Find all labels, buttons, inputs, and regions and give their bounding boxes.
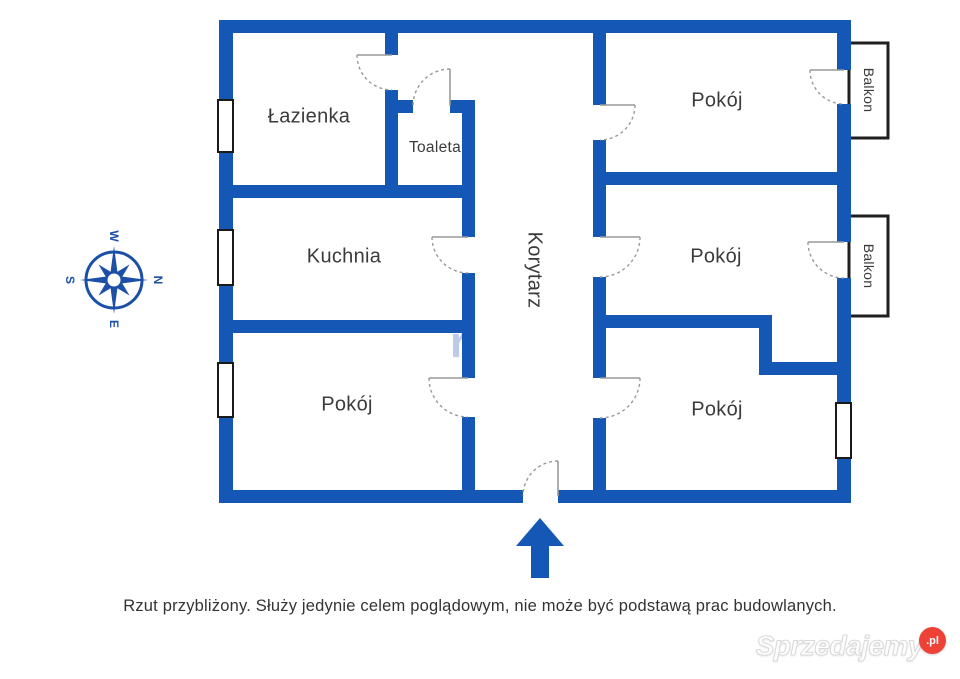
compass-rose-icon: N E S W: [63, 230, 165, 328]
window-2: [217, 229, 234, 286]
wall-segment: [219, 490, 523, 503]
wall-segment: [219, 20, 851, 33]
compass-letter-W: W: [107, 230, 121, 242]
room-label-pokój-5: Pokój: [690, 245, 742, 268]
room-label-korytarz-3: Korytarz: [523, 231, 546, 309]
disclaimer-caption: Rzut przybliżony. Służy jedynie celem po…: [123, 597, 837, 615]
wall-segment: [593, 315, 772, 328]
balcony-label-2: Balkon: [861, 243, 877, 289]
entrance-arrow-icon: [516, 518, 564, 578]
wall-segment: [759, 315, 772, 375]
wall-segment: [450, 100, 462, 113]
wall-segment: [837, 20, 851, 70]
wall-segment: [462, 273, 475, 378]
wall-segment: [558, 490, 851, 503]
wall-segment: [593, 418, 606, 503]
compass-center-dot: [107, 273, 121, 287]
pl-badge: .pl: [919, 627, 946, 654]
compass-letter-S: S: [63, 276, 77, 284]
room-label-pokój-7: Pokój: [691, 398, 743, 421]
compass-letter-N: N: [151, 276, 165, 285]
balcony-label-1: Balkon: [861, 67, 877, 113]
wall-segment: [759, 362, 851, 375]
balkon-mid-door-swing-arc: [807, 241, 845, 279]
wall-segment: [219, 320, 475, 333]
room-label-toaleta-1: Toaleta: [408, 139, 462, 156]
sprzedajemy-watermark: Sprzedajemy .pl: [755, 627, 946, 662]
wall-segment: [385, 20, 398, 55]
window-4: [835, 402, 852, 459]
compass-letter-E: E: [107, 320, 121, 328]
window-3: [217, 362, 234, 418]
kuchnia-door-swing-arc: [431, 236, 469, 274]
wall-segment: [462, 417, 475, 503]
wall-segment: [462, 100, 475, 237]
room-label-pokój-4: Pokój: [691, 89, 743, 112]
room-label-łazienka-0: Łazienka: [267, 105, 351, 128]
entrance-door-swing-arc: [522, 460, 559, 497]
balcony-outline-2: [847, 214, 890, 318]
balkon-top-door-swing-arc: [809, 69, 845, 105]
window-1: [217, 99, 234, 153]
wall-segment: [593, 33, 606, 105]
pokoj-ne-door-swing-arc: [599, 104, 636, 141]
toaleta-door-swing-arc: [412, 68, 451, 107]
pokoj-sw-door-swing-arc: [428, 377, 469, 418]
wall-segment: [385, 90, 398, 185]
pokoj-e-door-swing-arc: [599, 236, 641, 278]
wall-segment: [398, 100, 413, 113]
wall-segment: [837, 278, 851, 503]
wall-segment: [593, 140, 606, 237]
sprzedajemy-wordmark: Sprzedajemy: [755, 630, 924, 662]
room-label-kuchnia-2: Kuchnia: [306, 245, 382, 268]
pokoj-se-door-swing-arc: [599, 377, 641, 419]
room-label-pokój-6: Pokój: [321, 393, 373, 416]
balcony-outline-1: [847, 41, 890, 140]
lazienka-door-swing-arc: [356, 54, 393, 91]
wall-segment: [219, 185, 475, 198]
wall-segment: [593, 172, 851, 185]
